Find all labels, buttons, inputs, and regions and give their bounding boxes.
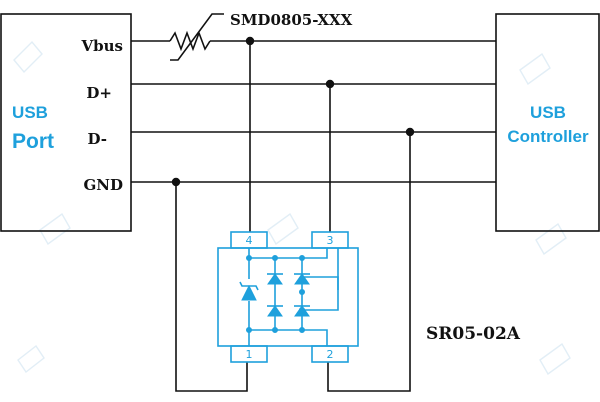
- chip-body: [217, 247, 359, 347]
- usb-controller-box: [495, 13, 600, 232]
- chip-top-rail: [248, 248, 328, 259]
- ptc-resistor-arrow: [170, 13, 224, 61]
- chip-dminus-tap: [302, 248, 339, 311]
- wire-gnd-to-pin1: [175, 182, 248, 392]
- pin-number-4: 4: [246, 234, 253, 247]
- signal-label-vbus: Vbus: [81, 37, 123, 55]
- pin-number-3: 3: [327, 234, 334, 247]
- usb-port-subtitle: Port: [12, 130, 54, 153]
- usb-port-box: [0, 13, 132, 232]
- pin-box-2: [311, 345, 349, 363]
- sr05-chip: 4 3 1 2: [217, 231, 359, 363]
- usb-controller-subtitle: Controller: [507, 127, 589, 146]
- zener-diode: [241, 284, 257, 301]
- pin-number-2: 2: [327, 348, 334, 361]
- resistor-label: SMD0805-XXX: [230, 11, 353, 29]
- chip-name-label: SR05-02A: [426, 324, 521, 344]
- diode-3: [267, 305, 283, 317]
- wire-dminus-to-pin2: [327, 132, 411, 392]
- diode-2: [294, 273, 310, 285]
- usb-port-title: USB: [12, 103, 48, 122]
- watermark: [13, 40, 571, 376]
- diode-1: [267, 273, 283, 285]
- signal-label-dminus: D-: [87, 130, 107, 148]
- pin-box-3: [311, 231, 349, 249]
- signal-label-dplus: D+: [86, 84, 112, 102]
- signal-label-gnd: GND: [83, 176, 123, 194]
- vbus-line: [131, 13, 496, 61]
- usb-controller-title: USB: [530, 103, 566, 122]
- pin-number-1: 1: [246, 348, 253, 361]
- chip-bottom-rail: [248, 301, 328, 346]
